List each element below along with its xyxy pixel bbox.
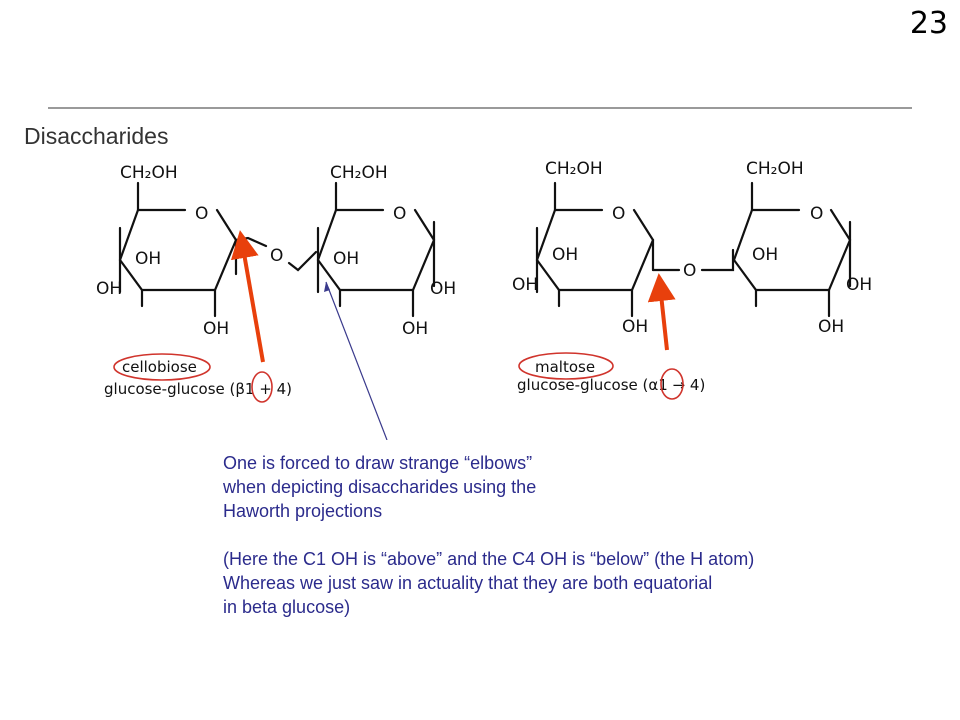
maltose-ring1-oh-left: OH	[512, 275, 538, 295]
cellobiose-name: cellobiose	[122, 358, 197, 376]
caption-line-2: when depicting disaccharides using the	[223, 477, 537, 497]
caption-spacer	[223, 523, 943, 547]
maltose-linkage: glucose-glucose (α1 → 4)	[517, 376, 705, 394]
maltose-ring-1-bonds	[535, 181, 655, 318]
cellobiose-bridge-oxygen: O	[270, 246, 283, 266]
maltose-name: maltose	[535, 358, 595, 376]
caption-block: One is forced to draw strange “elbows” w…	[223, 451, 943, 619]
caption-line-4: (Here the C1 OH is “above” and the C4 OH…	[223, 549, 755, 569]
maltose-ring-2-bonds	[732, 181, 852, 318]
cellobiose-ring2-oh-right: OH	[430, 279, 456, 299]
figure-heading: Disaccharides	[24, 123, 168, 149]
cellobiose-linkage: glucose-glucose (β1 + 4)	[104, 380, 292, 398]
maltose-ring2-ch2oh: CH₂OH	[746, 159, 804, 179]
cellobiose-ring1-ch2oh: CH₂OH	[120, 163, 178, 183]
elbow-pointer	[324, 281, 388, 440]
cellobiose-ring2-oxygen: O	[393, 204, 406, 224]
caption-line-1: One is forced to draw strange “elbows”	[223, 453, 533, 473]
cellobiose-ring2-ch2oh: CH₂OH	[330, 163, 388, 183]
maltose-name-circle	[518, 352, 614, 380]
maltose-highlight-arrow	[647, 273, 676, 351]
cellobiose-ring-2-bonds	[316, 181, 436, 318]
slide-number: 23	[909, 6, 948, 41]
maltose-ring1-oh-bottom: OH	[622, 317, 648, 337]
beta-anomer-circle	[251, 371, 273, 403]
maltose-ring1-oh-inner: OH	[552, 245, 578, 265]
cellobiose-highlight-arrow	[230, 230, 265, 363]
cellobiose-name-circle	[113, 353, 211, 381]
cellobiose-ring1-oh-inner: OH	[135, 249, 161, 269]
cellobiose-ring2-oh-inner: OH	[333, 249, 359, 269]
cellobiose-ring1-oh-bottom: OH	[203, 319, 229, 339]
maltose-ring2-oxygen: O	[810, 204, 823, 224]
maltose-glycosidic-bond	[651, 248, 735, 272]
disaccharide-figure: Disaccharides	[24, 123, 872, 440]
caption-line-6: in beta glucose)	[223, 597, 351, 617]
maltose-ring2-oh-inner: OH	[752, 245, 778, 265]
divider-rule	[48, 107, 912, 109]
maltose-ring2-oh-right: OH	[846, 275, 872, 295]
caption-line-3: Haworth projections	[223, 501, 383, 521]
maltose-ring1-ch2oh: CH₂OH	[545, 159, 603, 179]
cellobiose-ring1-oh-left: OH	[96, 279, 122, 299]
cellobiose-ring1-oxygen: O	[195, 204, 208, 224]
maltose-ring1-oxygen: O	[612, 204, 625, 224]
maltose-bridge-oxygen: O	[683, 261, 696, 281]
maltose-ring2-oh-bottom: OH	[818, 317, 844, 337]
cellobiose-ring2-oh-bottom: OH	[402, 319, 428, 339]
alpha-anomer-circle	[660, 368, 684, 400]
caption-line-5: Whereas we just saw in actuality that th…	[223, 573, 713, 593]
